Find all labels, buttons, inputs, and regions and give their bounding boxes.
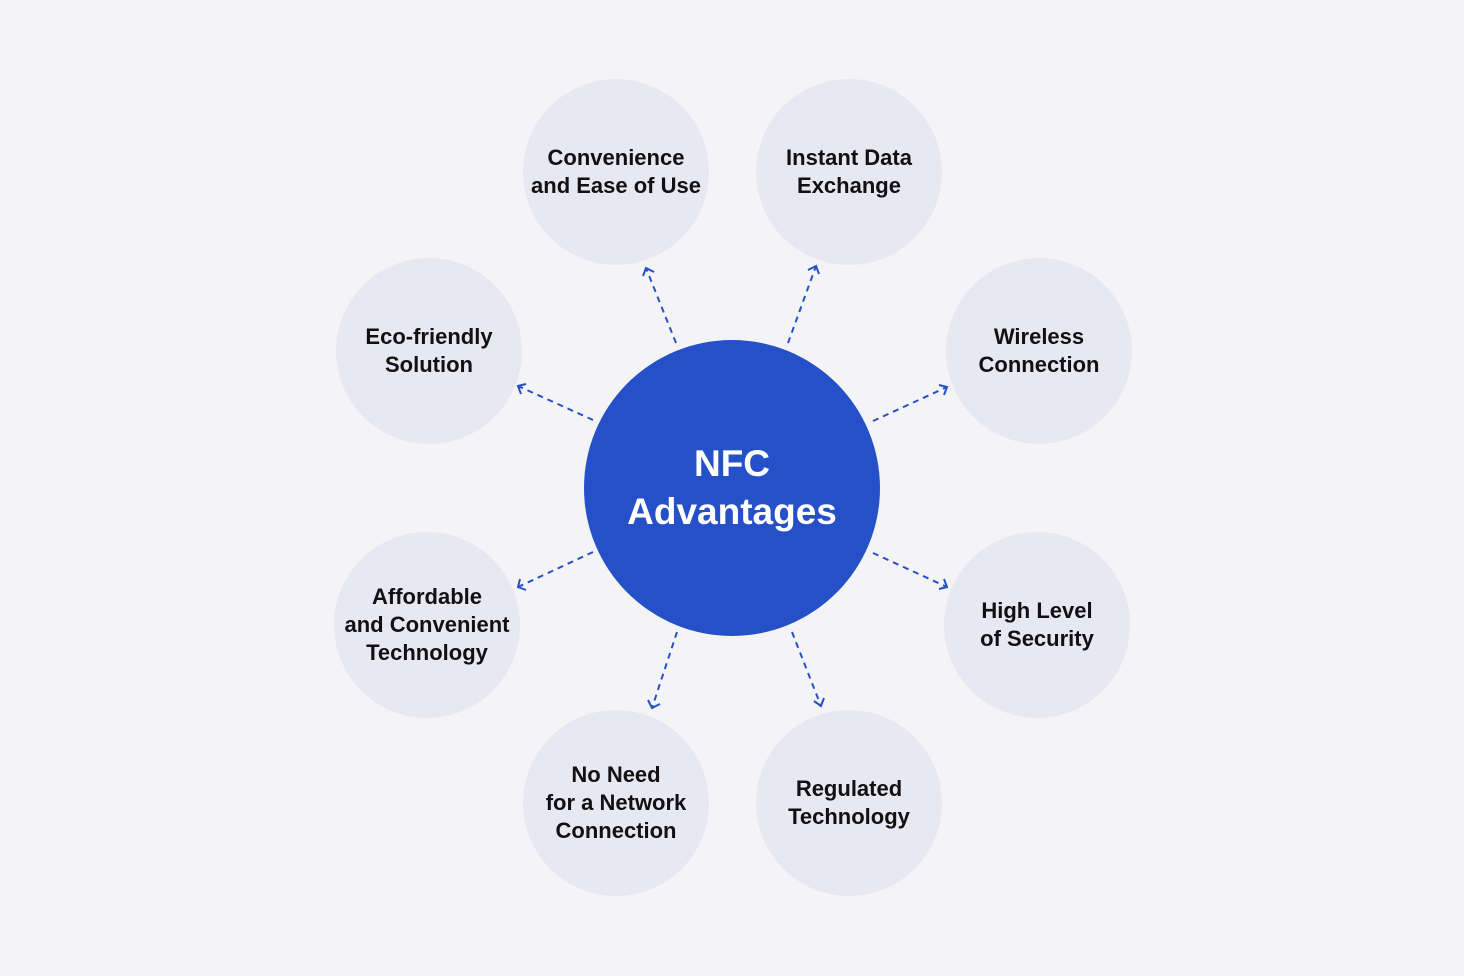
advantage-label: Convenience and Ease of Use: [531, 145, 701, 198]
advantage-node-affordable: Affordable and Convenient Technology: [334, 532, 520, 718]
advantage-node-instant-data: Instant Data Exchange: [756, 79, 942, 265]
arrow-to-instant-data: [787, 264, 820, 344]
center-label: NFC Advantages: [627, 443, 837, 532]
arrow-to-regulated: [791, 631, 825, 708]
center-node: NFC Advantages: [584, 340, 880, 636]
advantage-label: Instant Data Exchange: [786, 145, 912, 198]
advantage-label: No Need for a Network Connection: [545, 762, 687, 843]
advantage-label: Eco-friendly Solution: [365, 324, 493, 377]
advantage-node-wireless: Wireless Connection: [946, 258, 1132, 444]
advantage-label: Wireless Connection: [978, 324, 1100, 377]
arrow-to-wireless: [872, 384, 949, 422]
advantage-node-convenience: Convenience and Ease of Use: [523, 79, 709, 265]
arrow-to-security: [872, 552, 949, 590]
arrow-to-eco-friendly: [516, 383, 594, 421]
arrow-to-affordable: [516, 551, 594, 591]
advantage-label: High Level of Security: [980, 598, 1094, 651]
advantage-node-security: High Level of Security: [944, 532, 1130, 718]
advantage-node-no-network: No Need for a Network Connection: [523, 710, 709, 896]
advantage-label: Regulated Technology: [788, 776, 910, 829]
arrow-to-convenience: [642, 266, 677, 344]
advantage-label: Affordable and Convenient Technology: [344, 584, 510, 665]
advantage-node-regulated: Regulated Technology: [756, 710, 942, 896]
arrow-to-no-network: [647, 631, 678, 710]
advantage-node-eco-friendly: Eco-friendly Solution: [336, 258, 522, 444]
